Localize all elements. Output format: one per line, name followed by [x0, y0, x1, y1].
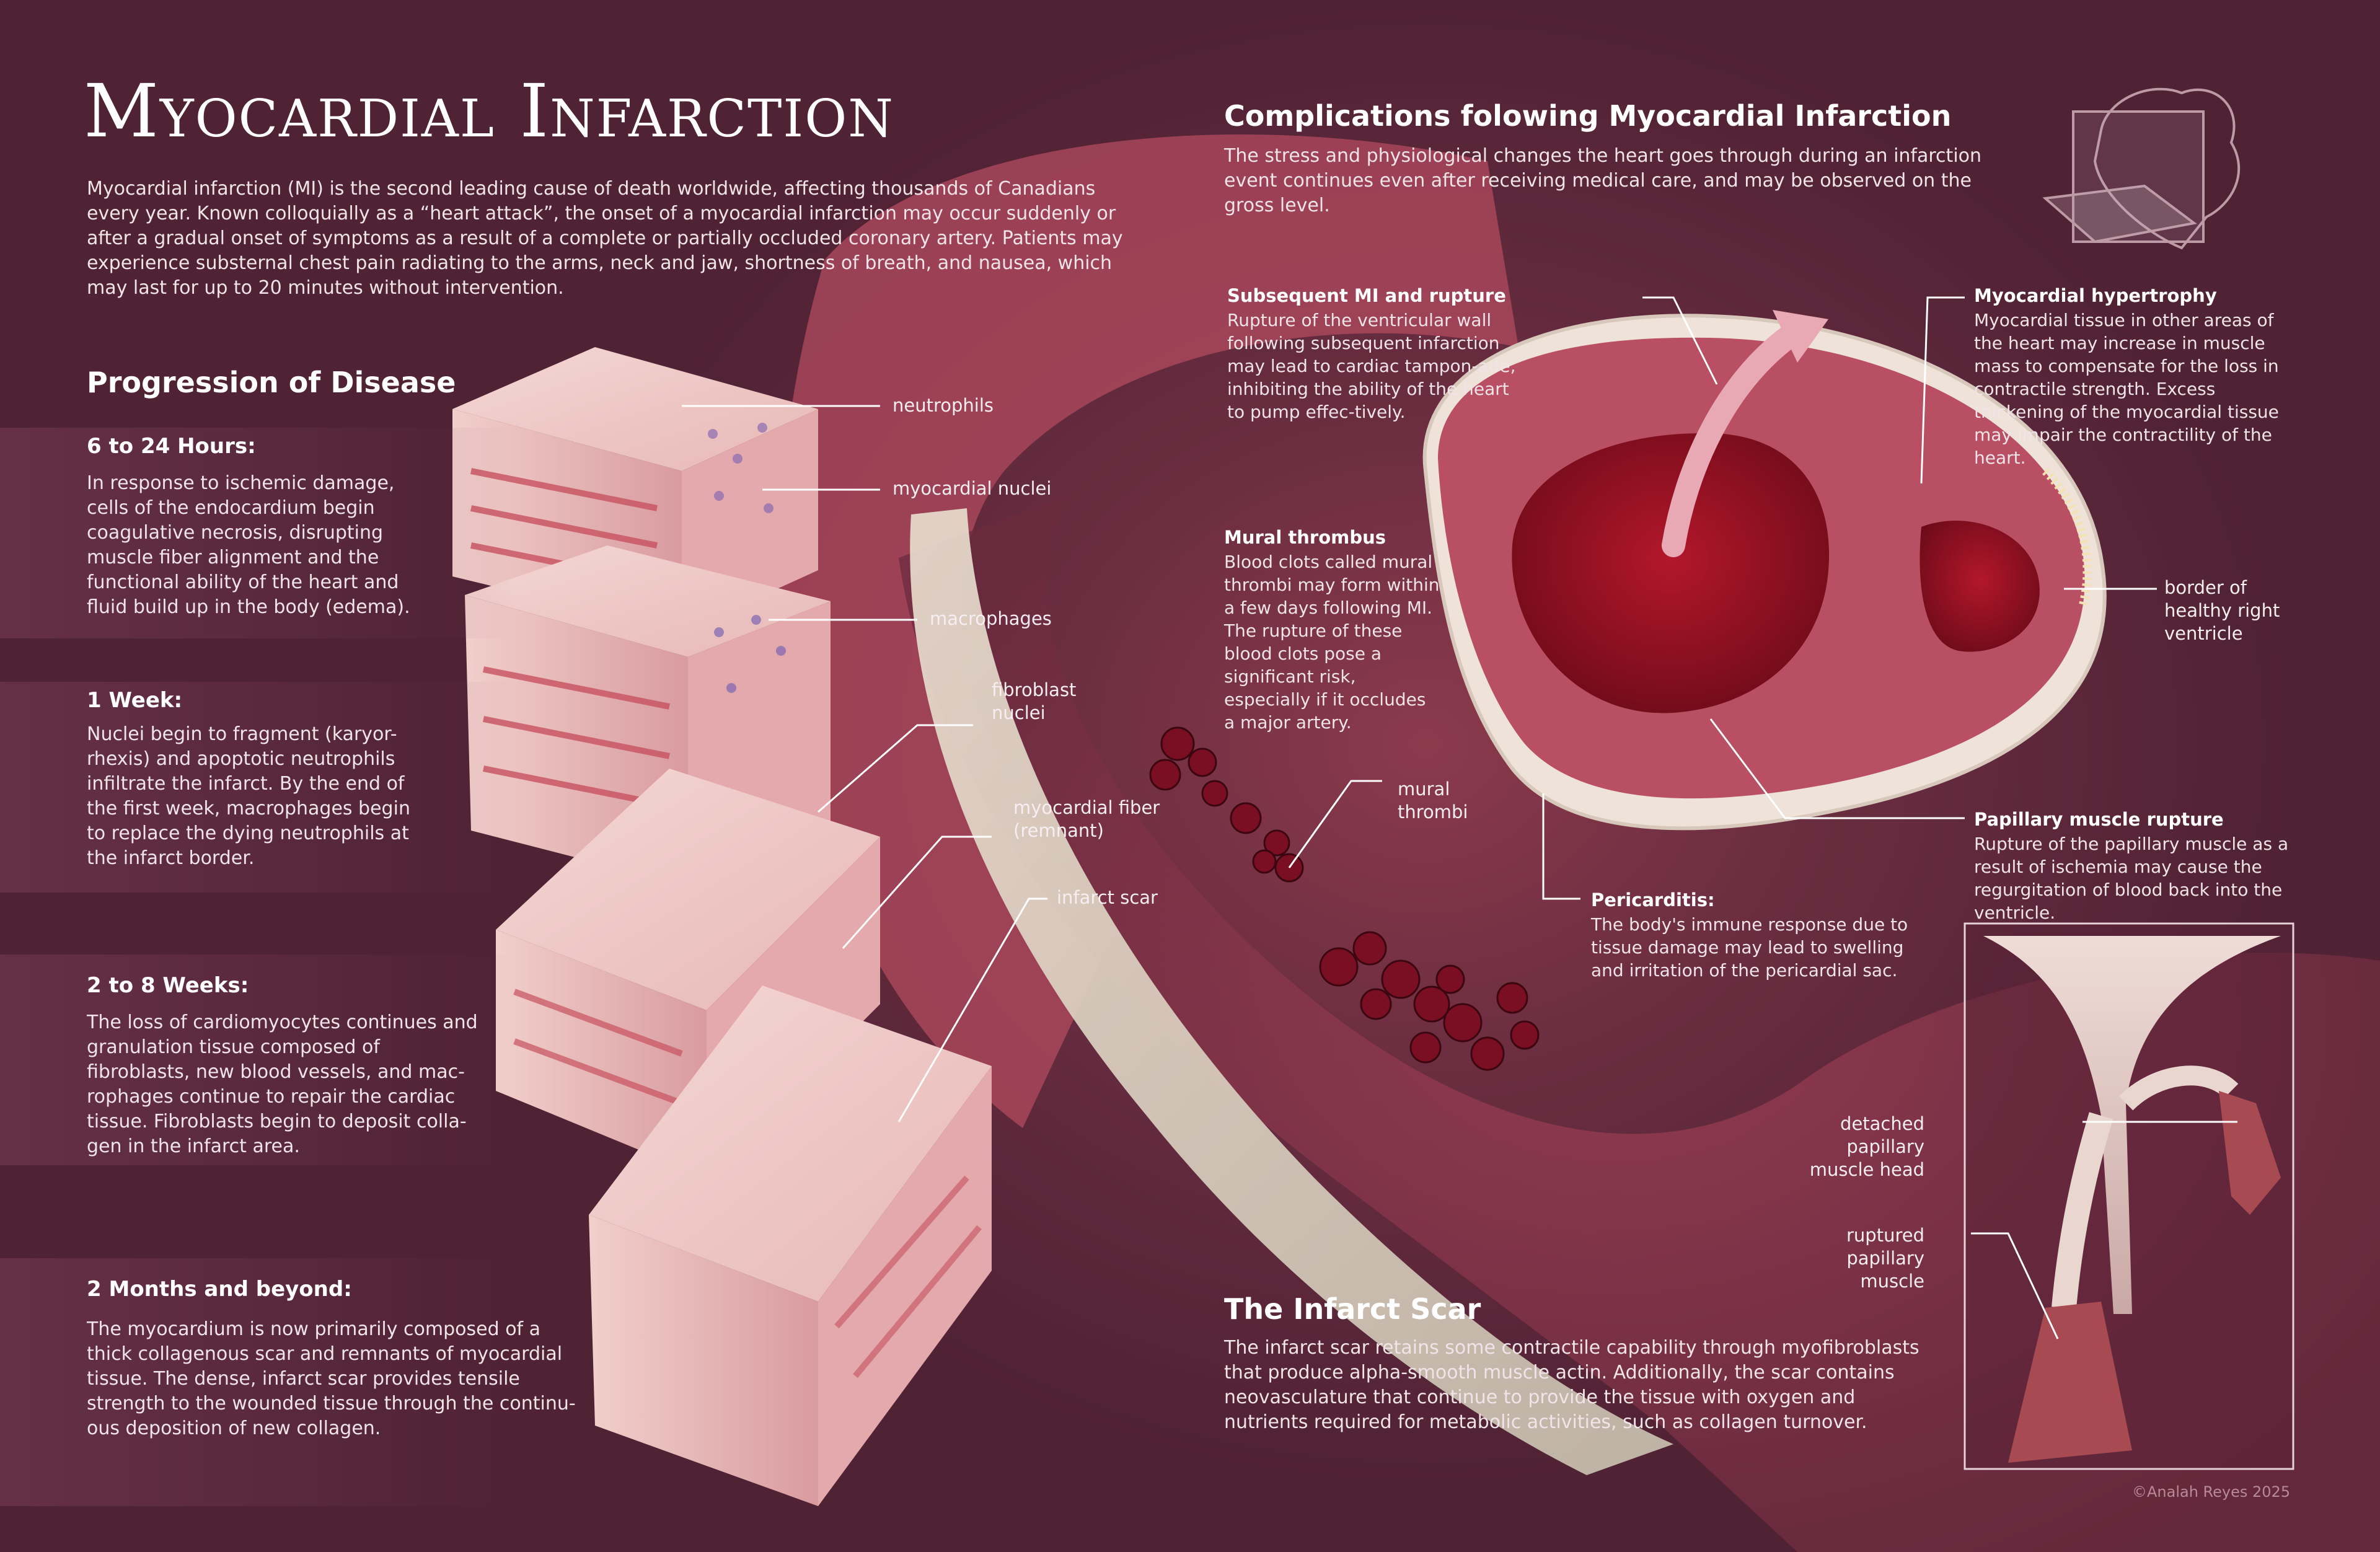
stage-4-text: The myocardium is now primarily composed… [87, 1318, 576, 1439]
mural-thrombi-clusters [1149, 726, 1540, 1071]
stage-4-title: 2 Months and beyond: [87, 1277, 352, 1302]
label-myocardial-fiber: myocardial fiber (remnant) [1013, 797, 1160, 841]
tissue-cube-4 [589, 985, 992, 1506]
infarct-scar-band [910, 508, 1673, 1475]
copyright: ©Analah Reyes 2025 [2132, 1483, 2291, 1501]
heart-outline-icon [2042, 87, 2241, 250]
pericarditis-title: Pericarditis: [1591, 889, 1715, 910]
label-healthy-border: border of healthy right ventricle [2164, 577, 2280, 644]
papillary-muscle-panel [1963, 922, 2294, 1470]
progression-heading: Progression of Disease [87, 366, 456, 399]
complications-heading: Complications folowing Myocardial Infarc… [1224, 99, 1952, 133]
hypertrophy-text: Myocardial tissue in other areas of the … [1974, 310, 2279, 468]
scar-heading: The Infarct Scar [1224, 1292, 1481, 1326]
stage-3-title: 2 to 8 Weeks: [87, 973, 249, 998]
page-title: Myocardial Infarction [84, 68, 894, 154]
stage-2-text: Nuclei begin to fragment (karyor-rhexis)… [87, 723, 410, 869]
stage-band-3 [0, 955, 514, 1165]
scar-text: The infarct scar retains some contractil… [1224, 1337, 1919, 1433]
label-detached-papillary: detached papillary muscle head [1809, 1113, 1924, 1180]
label-mural-thrombi: mural thrombi [1398, 778, 1468, 822]
stage-1-text: In response to ischemic damage, cells of… [87, 472, 410, 618]
label-neutrophils: neutrophils [892, 395, 994, 416]
complications-intro: The stress and physiological changes the… [1224, 145, 1982, 216]
label-ruptured-papillary: ruptured papillary muscle [1846, 1225, 1924, 1292]
intro-paragraph: Myocardial infarction (MI) is the second… [87, 178, 1123, 299]
thrombus-title: Mural thrombus [1224, 527, 1386, 548]
thrombus-text: Blood clots called mural thrombi may for… [1224, 552, 1440, 733]
label-macrophages: macrophages [930, 608, 1052, 629]
hypertrophy-title: Myocardial hypertrophy [1974, 285, 2217, 306]
papillary-text: Rupture of the papillary muscle as a res… [1974, 834, 2289, 923]
stage-band-2 [0, 682, 514, 893]
label-fibroblast-nuclei: fibroblast nuclei [992, 679, 1077, 723]
stage-1-title: 6 to 24 Hours: [87, 434, 256, 459]
stage-3-text: The loss of cardiomyocytes continues and… [87, 1012, 478, 1157]
pericarditis-text: The body's immune response due to tissue… [1591, 914, 1908, 981]
label-myocardial-nuclei: myocardial nuclei [892, 478, 1052, 499]
rupture-text: Rupture of the ventricular wall followin… [1227, 310, 1516, 422]
stage-band-4 [0, 1258, 514, 1506]
stage-2-title: 1 Week: [87, 688, 183, 713]
leader-lines [682, 296, 2237, 1339]
rupture-title: Subsequent MI and rupture [1227, 285, 1506, 306]
stage-band-1 [0, 428, 514, 638]
label-infarct-scar: infarct scar [1057, 887, 1158, 908]
papillary-title: Papillary muscle rupture [1974, 809, 2224, 830]
